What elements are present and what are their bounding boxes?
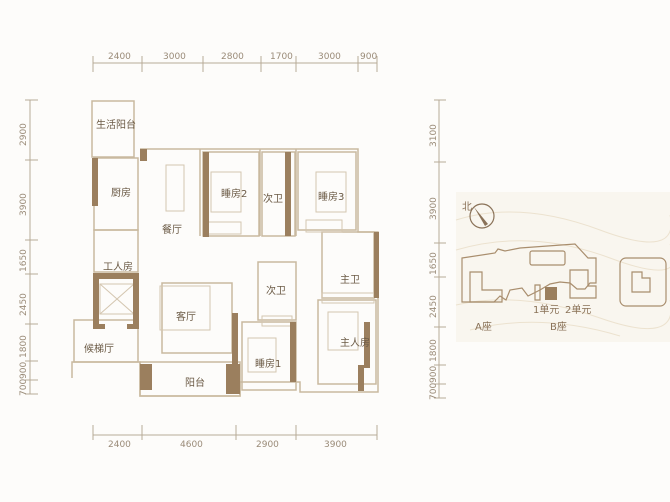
- svg-text:2900: 2900: [256, 440, 279, 450]
- svg-text:1800: 1800: [19, 335, 29, 358]
- room-bath-mid: 次卫: [266, 284, 286, 297]
- svg-text:3000: 3000: [318, 52, 341, 62]
- room-elevator-lobby: 候梯厅: [84, 342, 114, 355]
- furniture: [99, 164, 375, 373]
- svg-text:2900: 2900: [19, 123, 29, 146]
- building-b-label: B座: [550, 320, 567, 333]
- room-bedroom1: 睡房1: [255, 357, 281, 370]
- svg-text:2400: 2400: [108, 440, 131, 450]
- svg-text:2450: 2450: [429, 295, 439, 318]
- svg-text:2400: 2400: [108, 52, 131, 62]
- svg-text:900: 900: [360, 52, 377, 62]
- room-bedroom2: 睡房2: [221, 187, 247, 200]
- unit1-label: 1单元: [533, 304, 559, 316]
- svg-text:3900: 3900: [429, 197, 439, 220]
- svg-text:1700: 1700: [270, 52, 293, 62]
- room-labels: 生活阳台 厨房 餐厅 睡房2 次卫 睡房3 工人房 主卫 次卫 客厅 主人房 候…: [84, 118, 370, 389]
- svg-text:900: 900: [429, 366, 439, 383]
- svg-text:3100: 3100: [429, 124, 439, 147]
- unit2-label: 2单元: [565, 304, 591, 316]
- solid-walls: [92, 149, 379, 394]
- right-dimension-line: [434, 99, 446, 399]
- north-label: 北: [462, 201, 472, 213]
- svg-text:1650: 1650: [429, 252, 439, 275]
- room-living: 客厅: [176, 310, 196, 323]
- room-bedroom3: 睡房3: [318, 190, 344, 203]
- top-dimension-line: [92, 56, 378, 72]
- svg-text:2450: 2450: [19, 293, 29, 316]
- site-plan-labels: 北 1单元 2单元 A座 B座: [462, 201, 591, 333]
- room-utility-balcony: 生活阳台: [96, 118, 136, 131]
- room-dining: 餐厅: [162, 223, 182, 236]
- svg-text:3900: 3900: [324, 440, 347, 450]
- svg-text:4600: 4600: [180, 440, 203, 450]
- svg-text:900: 900: [19, 362, 29, 379]
- dimension-labels: 2400 3000 2800 1700 3000 900 2400 4600 2…: [19, 52, 439, 450]
- building-a-label: A座: [475, 320, 492, 333]
- room-master-bath: 主卫: [340, 274, 360, 286]
- room-balcony: 阳台: [185, 376, 205, 389]
- svg-text:700: 700: [429, 383, 439, 400]
- site-plan: [455, 192, 670, 342]
- svg-text:3000: 3000: [163, 52, 186, 62]
- svg-text:700: 700: [19, 379, 29, 396]
- svg-text:1800: 1800: [429, 339, 439, 362]
- svg-text:3900: 3900: [19, 193, 29, 216]
- room-master-bedroom: 主人房: [340, 336, 370, 349]
- floor-plan-outline: [71, 100, 379, 397]
- north-compass-icon: [469, 203, 495, 229]
- room-maid: 工人房: [103, 260, 133, 273]
- svg-text:1650: 1650: [19, 249, 29, 272]
- left-dimension-line: [25, 99, 38, 395]
- bottom-dimension-line: [92, 425, 378, 440]
- room-kitchen: 厨房: [111, 186, 131, 199]
- room-bath-top: 次卫: [263, 192, 283, 205]
- svg-text:2800: 2800: [221, 52, 244, 62]
